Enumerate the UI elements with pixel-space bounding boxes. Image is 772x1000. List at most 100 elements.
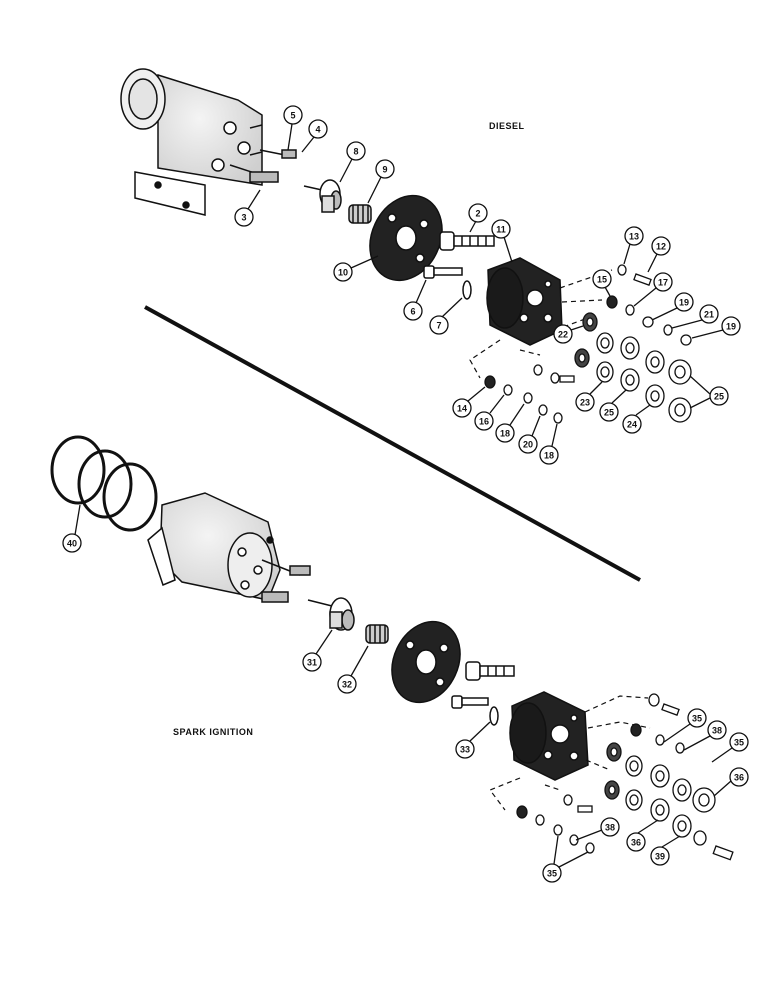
spark-plunger xyxy=(307,597,355,631)
callout-13: 13 xyxy=(623,226,644,265)
svg-text:38: 38 xyxy=(605,823,615,833)
svg-text:19: 19 xyxy=(679,298,689,308)
callout-8: 8 xyxy=(339,141,366,183)
callout-23: 23 xyxy=(575,381,603,412)
callout-22: 22 xyxy=(553,324,584,344)
spark-spring xyxy=(365,624,389,644)
callout-18b: 18 xyxy=(539,423,559,465)
svg-text:36: 36 xyxy=(734,773,744,783)
callout-10: 10 xyxy=(333,255,379,282)
svg-text:10: 10 xyxy=(338,268,348,278)
callout-40: 40 xyxy=(62,504,82,553)
spark-rings xyxy=(50,435,158,532)
callout-19b: 19 xyxy=(691,316,741,339)
callout-21: 21 xyxy=(671,304,719,329)
svg-text:3: 3 xyxy=(241,213,246,223)
diesel-plunger xyxy=(303,179,342,213)
svg-text:36: 36 xyxy=(631,838,641,848)
spark-valve-block xyxy=(509,691,589,781)
svg-text:16: 16 xyxy=(479,417,489,427)
callout-15: 15 xyxy=(592,269,612,297)
svg-text:25: 25 xyxy=(604,408,614,418)
svg-text:5: 5 xyxy=(290,111,295,121)
callout-32: 32 xyxy=(337,645,369,694)
callout-20: 20 xyxy=(518,415,541,454)
svg-text:35: 35 xyxy=(547,869,557,879)
callout-3: 3 xyxy=(234,189,261,227)
diesel-bolt xyxy=(439,231,495,251)
svg-text:9: 9 xyxy=(382,165,387,175)
callout-6: 6 xyxy=(403,279,427,321)
spark-disc xyxy=(391,620,461,704)
callout-2: 2 xyxy=(468,203,488,233)
callout-24: 24 xyxy=(622,404,651,434)
svg-text:6: 6 xyxy=(410,307,415,317)
diesel-screw xyxy=(423,265,472,300)
callout-35b: 35 xyxy=(711,732,749,763)
svg-text:33: 33 xyxy=(460,745,470,755)
callout-19a: 19 xyxy=(651,292,694,321)
svg-text:31: 31 xyxy=(307,658,317,668)
callout-17: 17 xyxy=(633,272,673,307)
svg-text:40: 40 xyxy=(67,539,77,549)
callout-18a: 18 xyxy=(495,403,525,443)
svg-text:32: 32 xyxy=(342,680,352,690)
svg-text:13: 13 xyxy=(629,232,639,242)
callout-36b: 36 xyxy=(626,819,659,852)
svg-text:18: 18 xyxy=(500,429,510,439)
callout-38b: 38 xyxy=(575,817,620,841)
svg-text:14: 14 xyxy=(457,404,467,414)
svg-text:35: 35 xyxy=(734,738,744,748)
callout-25b: 25 xyxy=(689,375,729,409)
callout-12: 12 xyxy=(647,236,671,273)
callout-16: 16 xyxy=(474,394,505,431)
spark-leader-lines xyxy=(489,695,651,811)
svg-text:24: 24 xyxy=(627,420,637,430)
divider-line xyxy=(144,305,641,582)
svg-text:22: 22 xyxy=(558,330,568,340)
diesel-solenoid xyxy=(120,68,297,216)
callout-31: 31 xyxy=(302,629,333,672)
diesel-label: DIESEL xyxy=(489,121,525,131)
svg-text:20: 20 xyxy=(523,440,533,450)
svg-text:11: 11 xyxy=(496,225,506,235)
diesel-disc xyxy=(369,194,443,282)
spark-callouts: 40 31 32 33 35 38 35 36 36 39 38 35 xyxy=(62,504,749,883)
spark-bolt xyxy=(451,661,515,726)
diesel-valve-block xyxy=(486,257,563,346)
callout-35a: 35 xyxy=(663,708,707,743)
svg-text:23: 23 xyxy=(580,398,590,408)
svg-text:4: 4 xyxy=(315,125,320,135)
svg-text:2: 2 xyxy=(475,209,480,219)
svg-text:35: 35 xyxy=(692,714,702,724)
svg-text:15: 15 xyxy=(597,275,607,285)
callout-39: 39 xyxy=(650,835,681,866)
diesel-small-parts xyxy=(484,264,692,424)
spark-small-parts xyxy=(516,693,734,861)
diesel-callouts: 5 4 8 9 3 2 11 13 12 10 6 7 15 17 19 21 … xyxy=(234,105,741,465)
diesel-spring xyxy=(348,204,372,224)
callout-38a: 38 xyxy=(683,720,727,751)
svg-text:25: 25 xyxy=(714,392,724,402)
svg-text:38: 38 xyxy=(712,726,722,736)
callout-11: 11 xyxy=(491,219,513,263)
callout-14: 14 xyxy=(452,386,486,418)
svg-text:7: 7 xyxy=(436,321,441,331)
callout-5: 5 xyxy=(283,105,303,151)
callout-33: 33 xyxy=(455,721,491,759)
callout-4: 4 xyxy=(301,119,328,153)
spark-solenoid xyxy=(147,492,311,603)
callout-7: 7 xyxy=(429,297,463,335)
svg-text:12: 12 xyxy=(656,242,666,252)
svg-text:39: 39 xyxy=(655,852,665,862)
svg-text:8: 8 xyxy=(353,147,358,157)
svg-text:19: 19 xyxy=(726,322,736,332)
callout-35c: 35 xyxy=(542,835,589,883)
svg-text:21: 21 xyxy=(704,310,714,320)
callout-36a: 36 xyxy=(713,767,749,797)
svg-text:18: 18 xyxy=(544,451,554,461)
callout-25a: 25 xyxy=(599,389,627,422)
callout-9: 9 xyxy=(367,159,395,204)
